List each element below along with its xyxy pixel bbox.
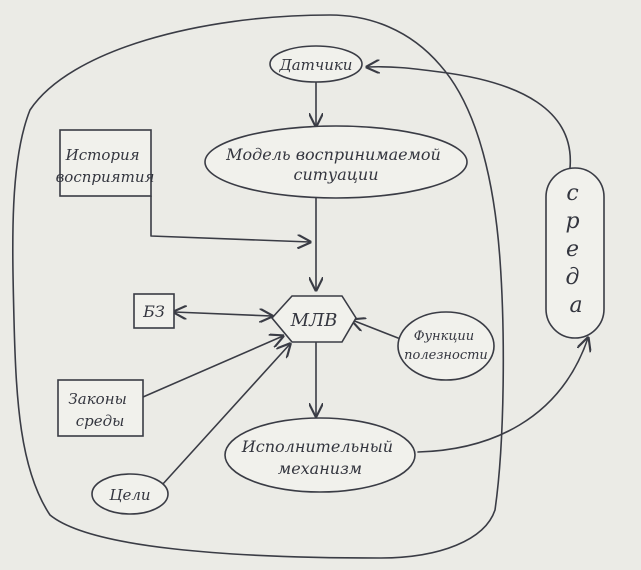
utility-label: Функции полезности (404, 329, 488, 363)
executor-to-environment-arrow (417, 338, 588, 453)
utility-node: Функции полезности (397, 311, 495, 381)
goals-label: Цели (109, 486, 150, 504)
mlv-node: МЛВ (270, 295, 357, 343)
sensors-label: Датчики (279, 56, 353, 74)
environment-label: с р е д а (565, 181, 586, 318)
laws-label: Законы среды (68, 390, 131, 430)
model-label: Модель воспринимаемой ситуации (225, 145, 446, 184)
executor-label: Исполнительный механизм (241, 437, 398, 478)
model-node: Модель воспринимаемой ситуации (204, 125, 468, 199)
environment-to-sensors-arrow (367, 67, 572, 169)
agent-boundary (12, 14, 505, 559)
kb-node: БЗ (133, 293, 175, 329)
laws-to-mlv-arrow (142, 336, 283, 398)
executor-node: Исполнительный механизм (224, 417, 416, 493)
history-label: История восприятия (56, 146, 155, 186)
environment-node: с р е д а (545, 167, 605, 339)
history-node: История восприятия (56, 129, 155, 197)
mlv-label: МЛВ (290, 310, 338, 331)
history-to-mlv-arrow (150, 195, 310, 242)
utility-to-mlv-arrow (352, 320, 399, 339)
kb-mlv-arrow (174, 312, 272, 316)
goals-to-mlv-arrow (161, 344, 290, 486)
kb-label: БЗ (142, 302, 165, 321)
goals-node: Цели (91, 473, 169, 515)
sensors-node: Датчики (269, 45, 363, 83)
laws-node: Законы среды (57, 379, 144, 437)
